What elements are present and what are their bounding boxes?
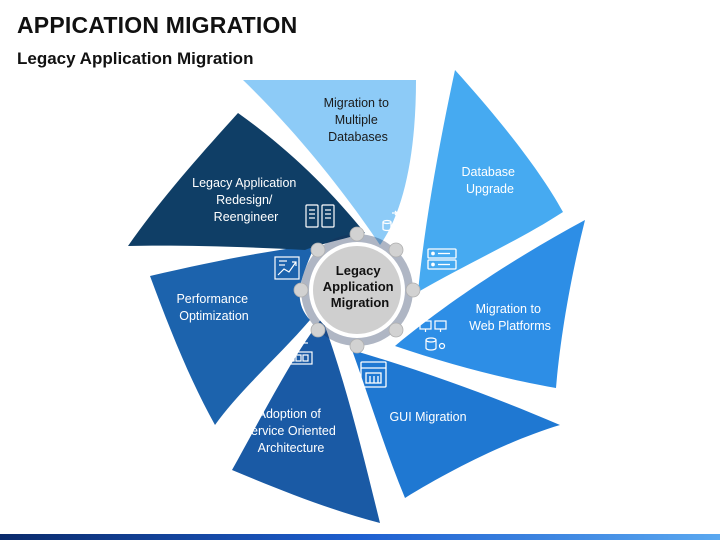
segment-web-platforms[interactable]: Migration to Web Platforms <box>395 220 585 388</box>
soa-network-icon <box>285 339 313 365</box>
performance-chart-icon <box>274 256 300 280</box>
segment-soa[interactable]: Adoption of Service Oriented Architectur… <box>232 318 380 523</box>
segment-redesign-label: Legacy Application Redesign/ Reengineer <box>192 176 300 224</box>
bottom-gradient-bar <box>0 534 720 540</box>
web-platform-icon <box>419 320 447 351</box>
database-server-icon <box>427 248 457 270</box>
segment-performance-label: Performance Optimization <box>176 292 251 323</box>
gui-window-icon <box>360 361 387 388</box>
redesign-devices-icon <box>305 204 335 228</box>
segment-gui-migration-label: GUI Migration <box>389 410 466 424</box>
segment-redesign[interactable]: Legacy Application Redesign/ Reengineer <box>128 113 365 250</box>
page-subtitle: Legacy Application Migration <box>17 49 254 68</box>
page-title: APPICATION MIGRATION <box>17 12 298 38</box>
database-migration-icon <box>382 205 414 232</box>
segment-performance[interactable]: Performance Optimization <box>150 245 315 425</box>
center-hub[interactable]: Legacy Application Migration <box>293 226 421 354</box>
center-label: Legacy Application Migration <box>323 263 397 310</box>
segment-multiple-databases-label: Migration to Multiple Databases <box>324 96 393 144</box>
segment-soa-label: Adoption of Service Oriented Architectur… <box>243 407 340 455</box>
segment-multiple-databases[interactable]: Migration to Multiple Databases <box>243 80 416 245</box>
segment-database-upgrade[interactable]: Database Upgrade <box>418 70 563 292</box>
segment-web-platforms-label: Migration to Web Platforms <box>469 302 551 333</box>
segment-database-upgrade-label: Database Upgrade <box>462 165 519 196</box>
segment-gui-migration[interactable]: GUI Migration <box>352 350 560 498</box>
